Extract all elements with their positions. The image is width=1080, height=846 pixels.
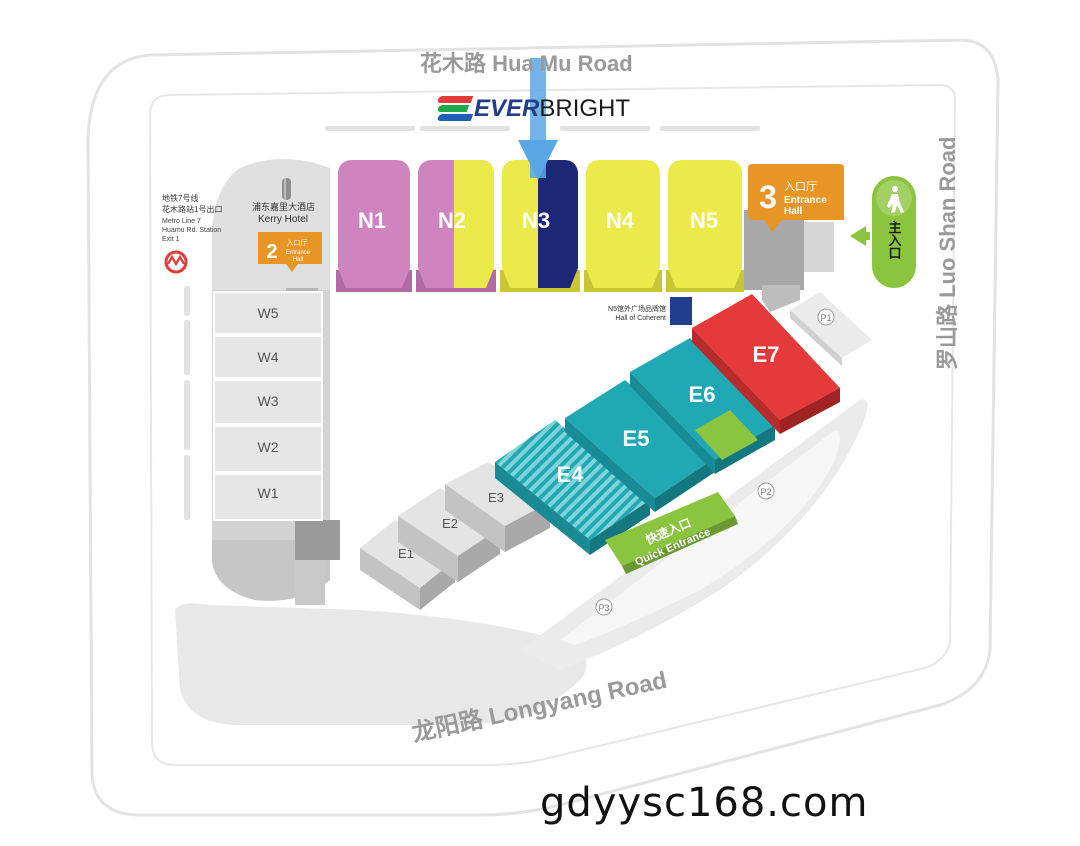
everbright-logo: EVER BRIGHT	[436, 94, 631, 124]
north-parking-strips	[325, 126, 760, 131]
logo-text-bright: BRIGHT	[539, 95, 631, 122]
hall-n4-label: N4	[606, 208, 635, 233]
parking-p2[interactable]: P2	[757, 482, 775, 500]
hall-w4[interactable]: W4	[213, 335, 323, 379]
hall-w4-label: W4	[258, 349, 279, 365]
west-halls: W5 W4 W3 W2 W1	[213, 291, 323, 521]
parking-p3-label: P3	[598, 603, 609, 613]
hall-e4-label: E4	[557, 462, 585, 487]
hall-n1[interactable]: N1	[338, 160, 410, 288]
entrance-hall-3-en2: Hall	[784, 206, 803, 217]
south-plaza	[175, 603, 587, 725]
logo-mark-icon	[436, 95, 474, 123]
hall-e7[interactable]: E7	[692, 294, 840, 434]
parking-p1[interactable]: P1	[817, 308, 835, 326]
hall-n2-label: N2	[438, 208, 466, 233]
coherent-en: Hall of Coherent	[615, 315, 666, 322]
entrance-hall-3-number: 3	[759, 179, 777, 215]
parking-p3[interactable]: P3	[595, 598, 613, 616]
metro-line2: 花木路站1号出口	[162, 204, 222, 214]
main-entrance-label: 主入口	[887, 220, 902, 260]
inner-road-outline	[148, 83, 957, 766]
road-luo-shan: 罗山路 Luo Shan Road	[935, 136, 960, 370]
hall-e5[interactable]: E5	[565, 380, 715, 512]
hall-e7-label: E7	[753, 342, 780, 367]
hall-n5-label: N5	[690, 208, 718, 233]
north-halls: N1 N2 N3 N4 N5	[336, 160, 744, 292]
hall-w3[interactable]: W3	[213, 379, 323, 425]
metro-line3: Metro Line 7	[162, 218, 201, 225]
hall-e5-label: E5	[623, 426, 650, 451]
pedestrian-icon	[887, 186, 904, 213]
metro-icon	[164, 250, 188, 274]
hall-e6[interactable]: E6	[630, 338, 775, 474]
north-entry-arrow	[518, 58, 558, 180]
west-parking-strips	[184, 286, 190, 520]
entrance-hall-2-en1: Entrance	[286, 250, 311, 256]
main-entrance-arrow	[850, 226, 870, 246]
logo-text-ever: EVER	[474, 95, 540, 122]
parking-p1-label: P1	[820, 313, 831, 323]
hall-w1-label: W1	[258, 485, 279, 501]
hall-e2-label: E2	[442, 516, 458, 531]
hall-n1-label: N1	[358, 208, 386, 233]
hall-e3-label: E3	[488, 490, 504, 505]
parking-p2-label: P2	[760, 487, 771, 497]
hall-n2[interactable]: N2	[418, 160, 494, 288]
hall-e6-label: E6	[689, 382, 716, 407]
hall-w2[interactable]: W2	[213, 425, 323, 473]
hotel-en: Kerry Hotel	[258, 214, 308, 225]
entrance-hall-3-en1: Entrance	[784, 195, 827, 206]
metro-line1: 地铁7号线	[162, 193, 198, 203]
hall-w5[interactable]: W5	[213, 291, 323, 335]
hall-n3-label: N3	[522, 208, 550, 233]
hall-w1[interactable]: W1	[213, 473, 323, 521]
hall-e3[interactable]: E3	[445, 462, 550, 552]
hall-w5-label: W5	[258, 305, 279, 321]
hall-n3[interactable]: N3	[502, 160, 578, 288]
hall-n5[interactable]: N5	[668, 160, 742, 288]
coherent-cn: N5馆外广场品牌馆	[608, 304, 666, 313]
hall-of-coherent-block[interactable]	[670, 297, 692, 325]
metro-line4: Huamu Rd. Station	[162, 227, 221, 234]
entrance-hall-2-cn: 入口厅	[287, 239, 308, 247]
hall-e4[interactable]: E4	[495, 420, 650, 555]
hotel-cn: 浦东嘉里大酒店	[252, 201, 315, 212]
east-halls: E1 E2 E3 E4	[360, 292, 872, 610]
main-entrance[interactable]: 主入口	[872, 176, 916, 288]
hall-w2-label: W2	[258, 439, 279, 455]
watermark: gdyysc168.com	[540, 780, 869, 826]
road-hua-mu: 花木路 Hua Mu Road	[420, 51, 633, 76]
entrance-hall-2-en2: Hall	[293, 257, 303, 263]
entrance-hall-3-badge[interactable]: 3 入口厅 Entrance Hall	[748, 164, 844, 232]
p1-building	[790, 292, 872, 366]
hall-n4[interactable]: N4	[586, 160, 660, 288]
metro-line5: Exit 1	[162, 236, 180, 243]
entrance-hall-3-cn: 入口厅	[784, 181, 817, 193]
hotel-tower	[282, 178, 291, 200]
hall-e2[interactable]: E2	[398, 488, 500, 582]
entrance-hall-2-badge[interactable]: 2 入口厅 Entrance Hall	[258, 232, 322, 272]
hall-w3-label: W3	[258, 393, 279, 409]
entrance-hall-2-number: 2	[266, 241, 277, 263]
